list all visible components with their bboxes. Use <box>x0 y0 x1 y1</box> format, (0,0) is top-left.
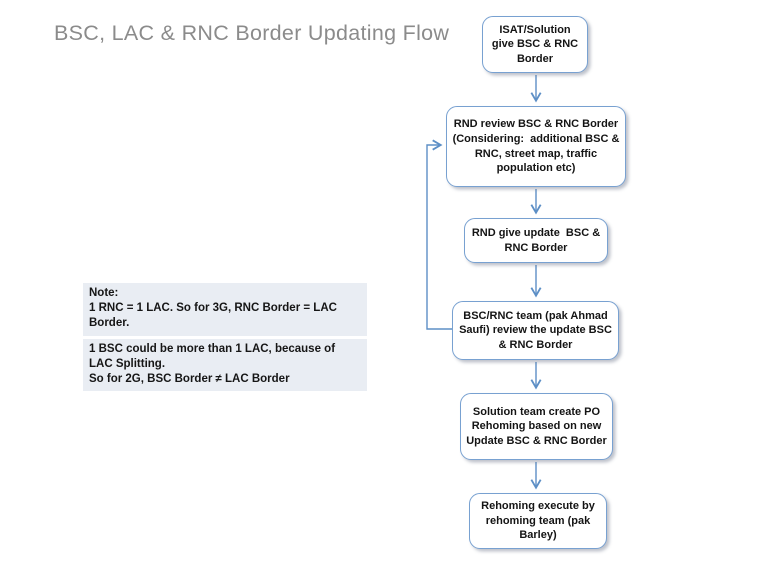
page-title: BSC, LAC & RNC Border Updating Flow <box>54 21 450 45</box>
flow-node-label: ISAT/Solution give BSC & RNC Border <box>491 23 579 65</box>
note-line-1: 1 RNC = 1 LAC. So for 3G, RNC Border = L… <box>89 302 341 330</box>
flow-node-label: Rehoming execute by rehoming team (pak B… <box>481 500 595 542</box>
flow-node-label: RND give update BSC & RNC Border <box>471 226 601 254</box>
flow-node-rnd-give-update: RND give update BSC & RNC Border <box>464 218 608 263</box>
note-paragraph-2: 1 BSC could be more than 1 LAC, because … <box>83 338 367 392</box>
note-paragraph-1: Note: 1 RNC = 1 LAC. So for 3G, RNC Bord… <box>83 283 367 336</box>
flow-node-rnd-review: RND review BSC & RNC Border (Considering… <box>446 106 626 187</box>
flow-node-solution-team-po: Solution team create PO Rehoming based o… <box>460 393 613 460</box>
flow-node-rehoming-execute: Rehoming execute by rehoming team (pak B… <box>469 493 607 549</box>
flow-node-isat-solution: ISAT/Solution give BSC & RNC Border <box>482 16 588 73</box>
flow-node-bsc-rnc-team-review: BSC/RNC team (pak Ahmad Saufi) review th… <box>452 301 619 360</box>
flow-node-label: Solution team create PO Rehoming based o… <box>466 405 607 447</box>
flow-node-label: RND review BSC & RNC Border (Considering… <box>452 118 620 175</box>
note-block: Note: 1 RNC = 1 LAC. So for 3G, RNC Bord… <box>83 283 367 392</box>
flow-node-label: BSC/RNC team (pak Ahmad Saufi) review th… <box>459 309 612 351</box>
note-heading: Note: <box>89 287 119 299</box>
